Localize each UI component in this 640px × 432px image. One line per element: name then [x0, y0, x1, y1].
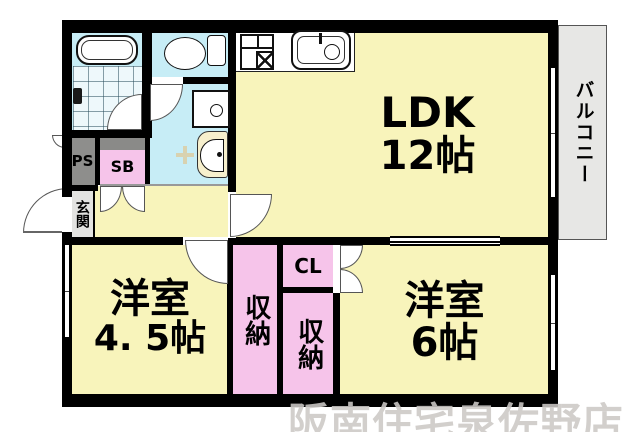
pipe-space-box — [70, 138, 95, 185]
bedroom-large-size: 6帖 — [410, 319, 479, 366]
line-entrance-hall — [93, 190, 95, 237]
wall-closet-bedroom — [333, 237, 340, 395]
closet-door-opening — [333, 245, 340, 293]
bedroom-large-name: 洋室 — [404, 277, 485, 324]
bedroom-small-label: 洋室 4. 5帖 — [75, 258, 225, 378]
wall-bedroom-storage — [227, 237, 233, 395]
window-bedroom-small-left — [63, 245, 71, 337]
toilet-tank — [207, 35, 226, 66]
entrance-floor — [70, 190, 93, 237]
line-washroom-hall — [100, 184, 228, 186]
pipe-space-label: PS — [71, 151, 94, 170]
window-ldk-balcony — [549, 68, 557, 197]
kitchen-sink-icon — [291, 30, 351, 70]
ldk-name: LDK — [380, 87, 475, 137]
ldk-label: LDK 12帖 — [330, 74, 525, 194]
wall-washroom-ldk — [228, 20, 236, 192]
shoebox-box — [100, 150, 145, 185]
bedroom-small-size: 4. 5帖 — [93, 318, 207, 360]
watermark-text: 阪南住宅泉佐野店 — [288, 399, 624, 432]
wall-bathroom-bottom — [62, 130, 152, 138]
divider-sb-washroom — [145, 138, 150, 185]
storage-left-fill — [233, 245, 277, 395]
entrance-label: 玄関 — [73, 199, 90, 228]
wall-bathroom-right — [142, 20, 152, 138]
washbasin-icon — [197, 131, 228, 178]
gas-stove-icon — [240, 34, 274, 70]
bedroom-small-name: 洋室 — [110, 276, 190, 323]
closet-fill — [283, 245, 333, 287]
bedroom-large-label: 洋室 6帖 — [357, 264, 532, 379]
entrance-opening — [62, 197, 72, 232]
wall-bottom — [62, 394, 558, 407]
bedroom-large-floor — [340, 245, 548, 395]
toilet-door-opening — [152, 77, 183, 84]
wall-toilet-bottom — [183, 77, 228, 84]
balcony-floor — [558, 25, 607, 240]
wall-storage-closet — [277, 237, 283, 395]
wall-middle-horizontal — [62, 237, 558, 245]
shoebox-top-strip — [100, 138, 145, 150]
storage-right-fill — [283, 293, 333, 395]
wall-closet-bottom — [283, 287, 340, 293]
bathtub-icon — [76, 35, 138, 65]
wall-top — [62, 20, 558, 33]
wall-under-ps — [62, 185, 98, 191]
wall-right — [548, 20, 558, 407]
window-bedroom-large-right — [549, 275, 557, 370]
closet-label: CL — [294, 253, 322, 278]
ldk-size: 12帖 — [379, 133, 476, 180]
storage-right-label: 収納 — [293, 318, 324, 370]
storage-left-label: 収納 — [240, 294, 271, 346]
toilet-icon — [164, 37, 206, 70]
balcony-label: バルコニー — [572, 80, 595, 185]
divider-ps-sb — [95, 138, 100, 185]
cross-marker-icon — [176, 146, 194, 164]
washing-machine-pan-icon — [192, 90, 230, 128]
shoebox-label: SB — [110, 157, 135, 177]
sliding-door-ldk-bedroom — [390, 236, 500, 246]
entrance-door-leaf — [23, 231, 68, 233]
shower-faucet-icon — [73, 88, 82, 104]
